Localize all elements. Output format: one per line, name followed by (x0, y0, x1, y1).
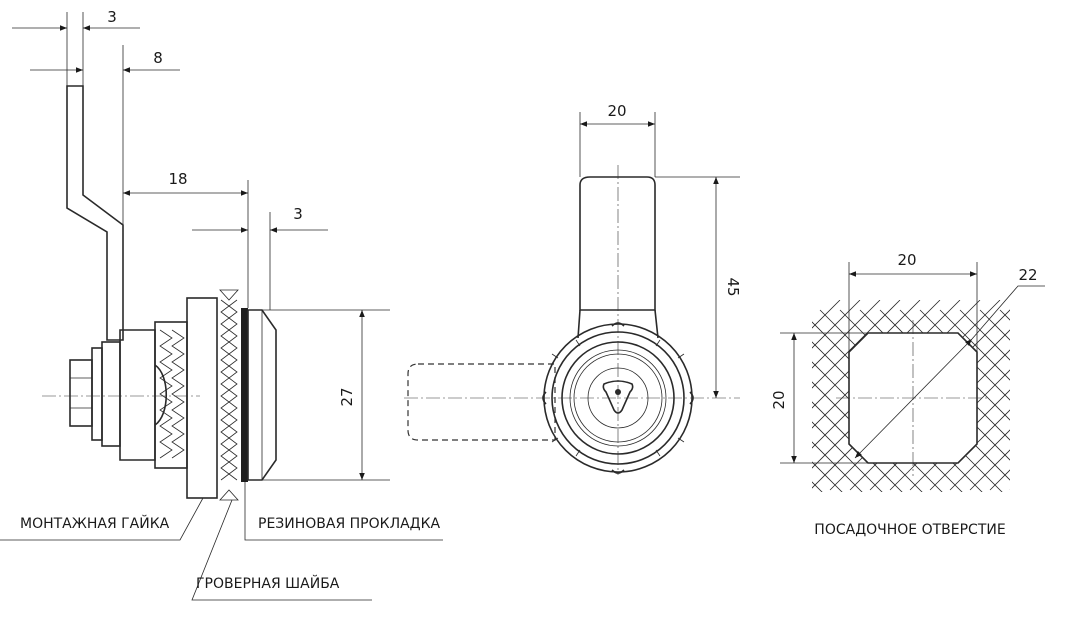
hex-nut-shape (69, 341, 121, 447)
cam-arm-front (579, 176, 656, 311)
cam-arm (66, 85, 124, 341)
dim-hole-width: 20 (897, 251, 916, 269)
dim-cap-diameter: 27 (338, 387, 356, 406)
mounting-nut-shape (186, 297, 218, 499)
dim-arm-offset: 8 (153, 49, 163, 67)
rubber-gasket-shape (241, 308, 248, 482)
key-triangle (602, 380, 634, 414)
dim-hole-height: 20 (770, 390, 788, 409)
label-mounting-nut: МОНТАЖНАЯ ГАЙКА (20, 514, 170, 532)
dim-hole-diagonal: 22 (1018, 266, 1037, 284)
threaded-body (119, 321, 188, 469)
dim-arm-thickness: 3 (107, 8, 117, 26)
label-mounting-hole: ПОСАДОЧНОЕ ОТВЕРСТИЕ (814, 522, 1005, 538)
spring-washer-shape (219, 289, 239, 501)
dim-arm-length: 45 (724, 277, 742, 296)
label-spring-washer: ГРОВЕРНАЯ ШАЙБА (196, 574, 340, 592)
arm-alternate-position (407, 363, 556, 441)
mounting-hole-view: 22 20 20 ПОСАДОЧНОЕ ОТВЕРСТИЕ (770, 251, 1045, 538)
dim-body-length: 18 (168, 170, 187, 188)
dim-arm-width: 20 (607, 102, 626, 120)
dim-cap-thickness: 3 (293, 205, 303, 223)
front-view: 20 45 (404, 102, 742, 475)
label-rubber-gasket: РЕЗИНОВАЯ ПРОКЛАДКА (258, 516, 441, 532)
side-view: 3 8 18 3 27 МОНТАЖНАЯ ГАЙКА ГРОВЕРНАЯ ША… (0, 8, 443, 601)
